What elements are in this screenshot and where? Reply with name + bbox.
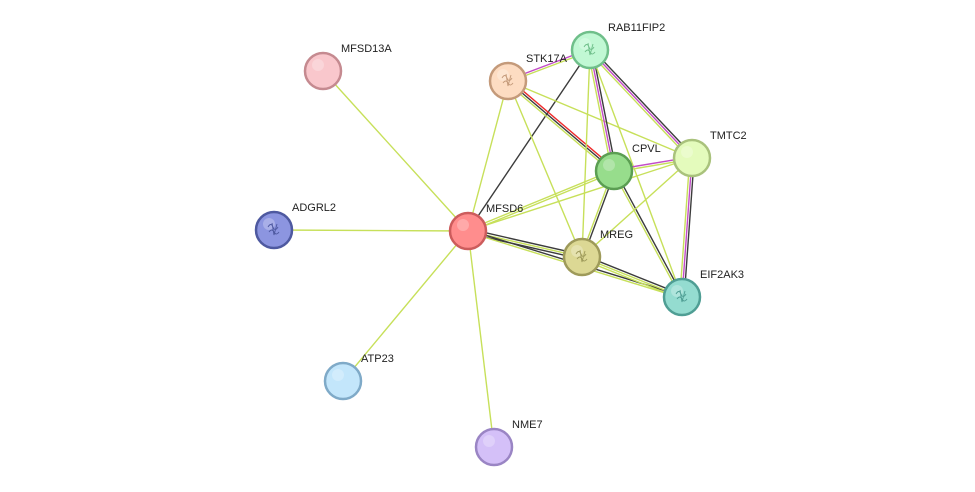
edge-evidence-text-mining	[507, 80, 583, 258]
edge-evidence-text-mining	[612, 170, 682, 299]
node-nme7[interactable]: NME7	[474, 419, 543, 467]
edge-evidence-text-mining	[467, 230, 495, 448]
node-label: EIF2AK3	[700, 269, 744, 281]
node-circle[interactable]	[323, 361, 363, 401]
edge-evidence-text-mining	[581, 157, 693, 258]
node-tmtc2[interactable]: TMTC2	[672, 130, 747, 178]
edge-evidence-coexpression	[591, 48, 617, 172]
node-highlight	[579, 38, 591, 50]
node-mfsd6[interactable]: MFSD6	[448, 203, 523, 251]
edge-mfsd6-cpvl[interactable]	[466, 169, 616, 233]
node-highlight	[312, 59, 324, 71]
node-circle[interactable]	[488, 61, 528, 101]
node-mreg[interactable]: MREG	[562, 229, 633, 277]
node-label: NME7	[512, 419, 543, 431]
edge-evidence-coexpression	[590, 47, 695, 158]
node-highlight	[681, 146, 693, 158]
node-circle[interactable]	[662, 277, 702, 317]
protein-structure-icon	[675, 289, 688, 303]
edge-evidence-text-mining	[467, 157, 693, 232]
node-highlight	[571, 245, 583, 257]
edge-stk17a-tmtc2[interactable]	[507, 80, 693, 159]
node-rab11fip2[interactable]: RAB11FIP2	[570, 22, 665, 70]
edge-mfsd6-stk17a[interactable]	[467, 80, 509, 232]
edge-evidence-text-mining	[466, 169, 615, 231]
node-highlight	[483, 435, 495, 447]
edge-mfsd6-tmtc2[interactable]	[467, 157, 693, 232]
node-label: CPVL	[632, 143, 661, 155]
edge-evidence-text-mining	[587, 50, 692, 161]
edge-evidence-text-mining	[589, 49, 683, 298]
node-label: TMTC2	[710, 130, 747, 142]
node-label: MREG	[600, 229, 633, 241]
node-label: RAB11FIP2	[608, 22, 665, 34]
node-highlight	[603, 159, 615, 171]
edge-evidence-text-mining	[679, 157, 691, 298]
node-label: MFSD6	[486, 203, 523, 215]
edge-rab11fip2-cpvl[interactable]	[587, 48, 617, 173]
edge-evidence-coexpression	[507, 80, 615, 172]
edge-evidence-experiments	[589, 49, 693, 159]
node-circle[interactable]	[672, 138, 712, 178]
node-mfsd13a[interactable]: MFSD13A	[303, 43, 392, 91]
node-circle[interactable]	[448, 211, 488, 251]
node-label: ATP23	[361, 353, 394, 365]
node-circle[interactable]	[254, 210, 294, 250]
edge-evidence-fusion	[508, 78, 617, 171]
node-adgrl2[interactable]: ADGRL2	[254, 202, 336, 250]
node-highlight	[263, 218, 275, 230]
edge-rab11fip2-tmtc2[interactable]	[587, 47, 695, 161]
edge-rab11fip2-eif2ak3[interactable]	[589, 49, 683, 298]
protein-structure-icon	[267, 222, 280, 236]
edge-evidence-coexpression	[467, 49, 591, 232]
node-highlight	[497, 69, 509, 81]
node-circle[interactable]	[562, 237, 602, 277]
edge-evidence-text-mining	[467, 80, 509, 232]
node-highlight	[671, 285, 683, 297]
node-label: MFSD13A	[341, 43, 392, 55]
edge-stk17a-mreg[interactable]	[507, 80, 583, 258]
edge-evidence-coexpression	[467, 228, 584, 256]
edge-mfsd6-atp23[interactable]	[342, 230, 469, 382]
edge-evidence-text-mining	[507, 80, 693, 159]
node-eif2ak3[interactable]: EIF2AK3	[662, 269, 744, 317]
edge-evidence-text-mining	[587, 49, 613, 173]
edge-evidence-text-mining	[342, 230, 469, 382]
edge-mfsd6-mfsd13a[interactable]	[322, 70, 469, 232]
edge-tmtc2-eif2ak3[interactable]	[679, 157, 695, 298]
node-circle[interactable]	[570, 30, 610, 70]
edge-evidence-coexpression	[683, 157, 695, 298]
edge-rab11fip2-mreg[interactable]	[581, 49, 591, 258]
node-label: ADGRL2	[292, 202, 336, 214]
edge-evidence-text-mining	[273, 229, 469, 232]
edge-evidence-text-mining	[581, 49, 591, 258]
protein-structure-icon	[575, 249, 588, 263]
edge-cpvl-eif2ak3[interactable]	[612, 169, 684, 299]
node-circle[interactable]	[474, 427, 514, 467]
protein-structure-icon	[501, 73, 514, 87]
node-circle[interactable]	[303, 51, 343, 91]
edge-mfsd6-adgrl2[interactable]	[273, 229, 469, 232]
edge-evidence-text-mining	[505, 81, 614, 174]
node-stk17a[interactable]: STK17A	[488, 53, 568, 101]
node-highlight	[332, 369, 344, 381]
node-circle[interactable]	[594, 151, 634, 191]
edge-mfsd6-nme7[interactable]	[467, 230, 495, 448]
node-cpvl[interactable]: CPVL	[594, 143, 661, 191]
node-label: STK17A	[526, 53, 568, 65]
protein-structure-icon	[583, 42, 596, 56]
node-atp23[interactable]: ATP23	[323, 353, 394, 401]
edge-evidence-text-mining	[467, 171, 616, 233]
edge-evidence-coexpression	[614, 169, 684, 298]
edge-tmtc2-mreg[interactable]	[581, 157, 693, 258]
edge-evidence-experiments	[681, 157, 693, 298]
node-highlight	[457, 219, 469, 231]
edge-stk17a-cpvl[interactable]	[505, 78, 617, 174]
edge-mfsd6-rab11fip2[interactable]	[467, 49, 591, 232]
edge-evidence-text-mining	[322, 70, 469, 232]
edge-evidence-experiments	[589, 49, 615, 172]
